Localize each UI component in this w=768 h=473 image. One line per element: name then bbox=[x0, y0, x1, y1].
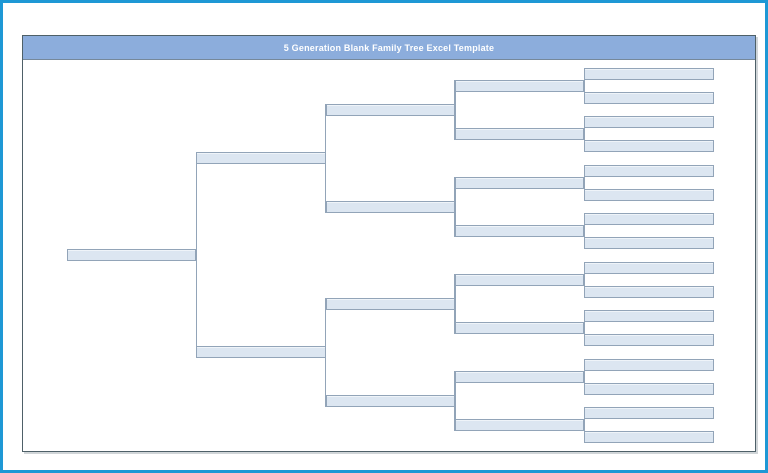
gen5-member-box-15[interactable] bbox=[584, 407, 714, 419]
gen1-member-box-1[interactable] bbox=[67, 249, 197, 262]
gen5-member-box-12[interactable] bbox=[584, 334, 714, 347]
gen5-member-box-14[interactable] bbox=[584, 382, 714, 395]
gen5-member-box-3[interactable] bbox=[584, 116, 714, 128]
gen5-member-box-10[interactable] bbox=[584, 285, 714, 298]
gen4-member-box-3[interactable] bbox=[454, 176, 585, 189]
gen4-member-box-5[interactable] bbox=[454, 273, 585, 286]
gen5-member-box-1[interactable] bbox=[584, 67, 714, 80]
gen5-member-box-2[interactable] bbox=[584, 91, 714, 104]
gen4-member-box-6[interactable] bbox=[454, 322, 585, 335]
gen5-member-box-9[interactable] bbox=[584, 261, 714, 274]
gen5-member-box-13[interactable] bbox=[584, 358, 714, 371]
gen3-member-box-1[interactable] bbox=[325, 103, 455, 116]
gen4-member-box-7[interactable] bbox=[454, 370, 585, 383]
gen4-member-box-2[interactable] bbox=[454, 128, 585, 141]
gen4-member-box-4[interactable] bbox=[454, 225, 585, 238]
gen5-member-box-11[interactable] bbox=[584, 310, 714, 322]
gen5-member-box-8[interactable] bbox=[584, 237, 714, 250]
gen3-member-box-2[interactable] bbox=[325, 200, 455, 213]
gen5-member-box-6[interactable] bbox=[584, 188, 714, 201]
gen2-member-box-1[interactable] bbox=[196, 152, 326, 165]
gen5-member-box-16[interactable] bbox=[584, 431, 714, 444]
gen5-member-box-4[interactable] bbox=[584, 140, 714, 153]
gen2-member-box-2[interactable] bbox=[196, 346, 326, 359]
gen3-member-box-3[interactable] bbox=[325, 297, 455, 310]
gen4-member-box-1[interactable] bbox=[454, 79, 585, 92]
gen4-member-box-8[interactable] bbox=[454, 419, 585, 432]
gen5-member-box-5[interactable] bbox=[584, 164, 714, 177]
template-header: 5 Generation Blank Family Tree Excel Tem… bbox=[23, 36, 755, 60]
template-title: 5 Generation Blank Family Tree Excel Tem… bbox=[283, 43, 495, 53]
gen5-member-box-7[interactable] bbox=[584, 213, 714, 225]
gen3-member-box-4[interactable] bbox=[325, 394, 455, 407]
